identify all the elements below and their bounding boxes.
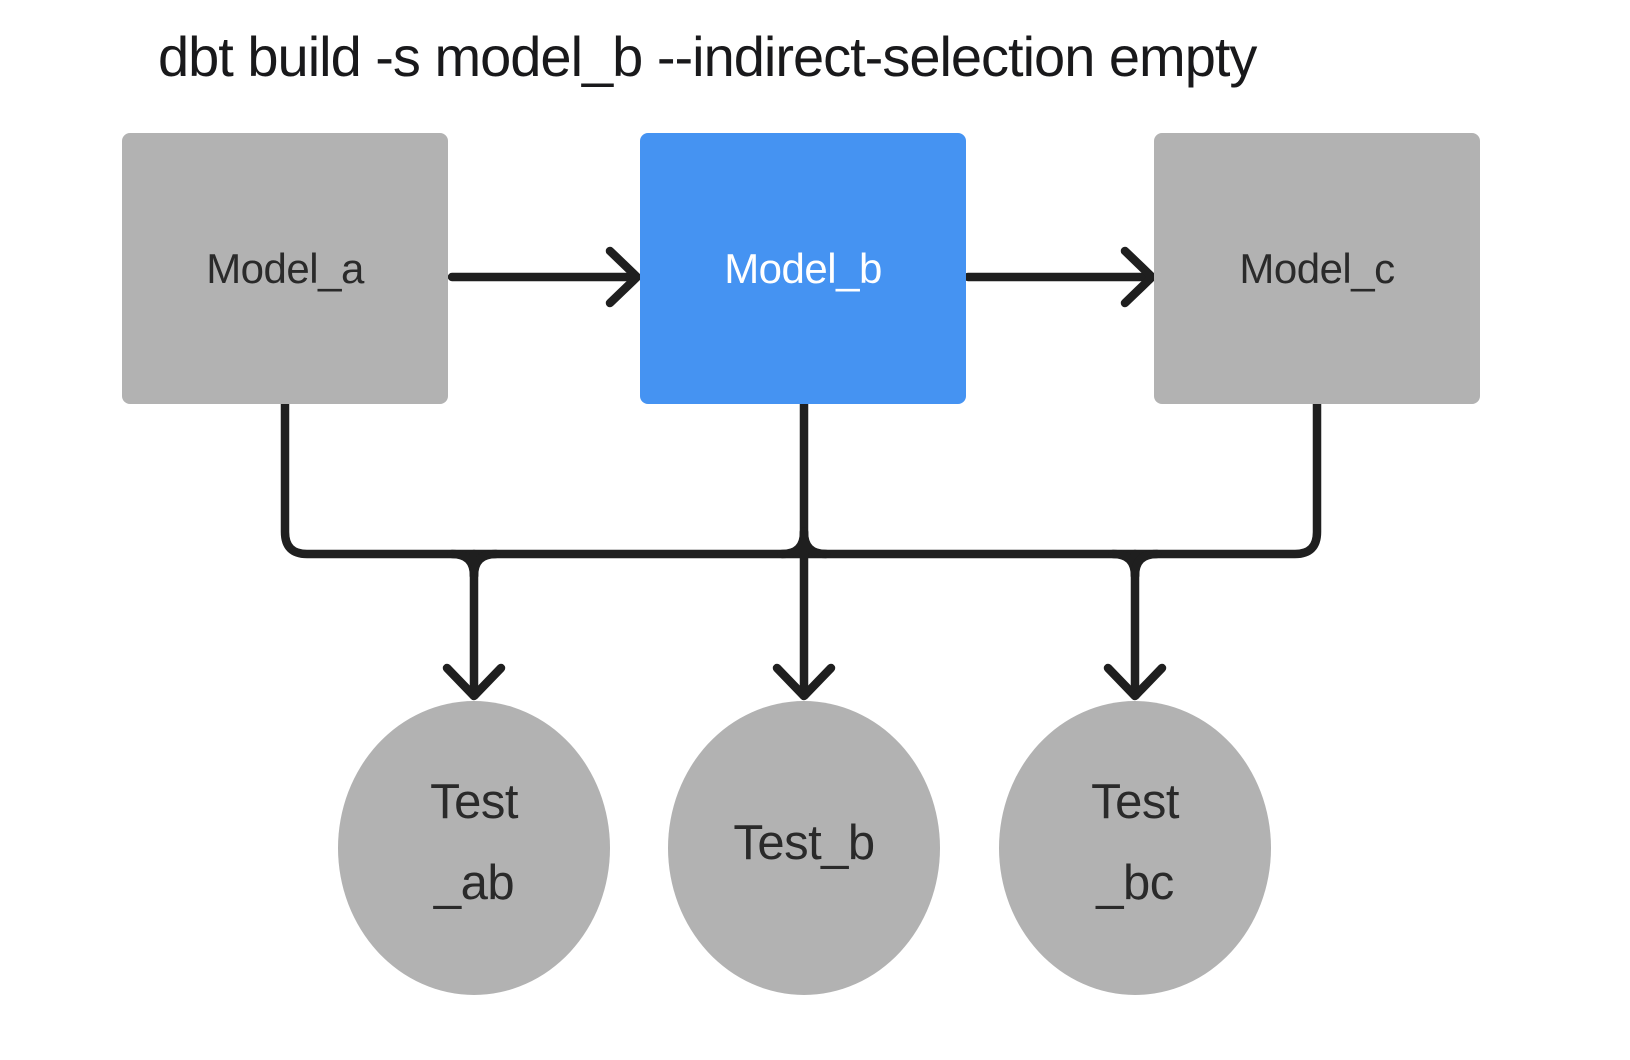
test-bc-node: Test _bc	[999, 701, 1271, 995]
edge-model-a-to-model-b-arrowhead	[605, 246, 642, 308]
model-c-label: Model_c	[1239, 244, 1395, 292]
bus-junction-fillet-mid-left	[777, 527, 809, 559]
test-ab-label-line1: Test	[430, 775, 518, 829]
bus-junction-fillet-right-branch-left	[1108, 549, 1140, 581]
model-a-node: Model_a	[122, 133, 448, 404]
model-b-node-selected: Model_b	[640, 133, 966, 404]
edge-test-bc-arrowhead	[1103, 663, 1167, 701]
test-bc-label-line2: _bc	[1096, 856, 1174, 910]
edge-model-b-to-model-c-arrowhead	[1120, 246, 1157, 308]
diagram-title: dbt build -s model_b --indirect-selectio…	[158, 25, 1257, 88]
model-c-node: Model_c	[1154, 133, 1480, 404]
bus-junction-fillet-right-branch-right	[1130, 549, 1162, 581]
test-ab-node: Test _ab	[338, 701, 610, 995]
edge-test-ab-arrowhead	[442, 663, 506, 701]
edge-test-b-arrowhead	[772, 663, 836, 701]
test-b-label-line1: Test_b	[733, 815, 875, 870]
model-b-label: Model_b	[724, 244, 882, 292]
test-b-node: Test_b	[668, 701, 940, 995]
edge-shared-bus	[280, 399, 1322, 559]
model-a-label: Model_a	[206, 244, 364, 292]
bus-junction-fillet-left-branch-right	[469, 549, 501, 581]
test-bc-label-line1: Test	[1091, 775, 1179, 829]
bus-junction-fillet-mid-right	[799, 527, 831, 559]
bus-junction-fillet-left-branch-left	[447, 549, 479, 581]
test-ab-label-line2: _ab	[433, 856, 515, 910]
